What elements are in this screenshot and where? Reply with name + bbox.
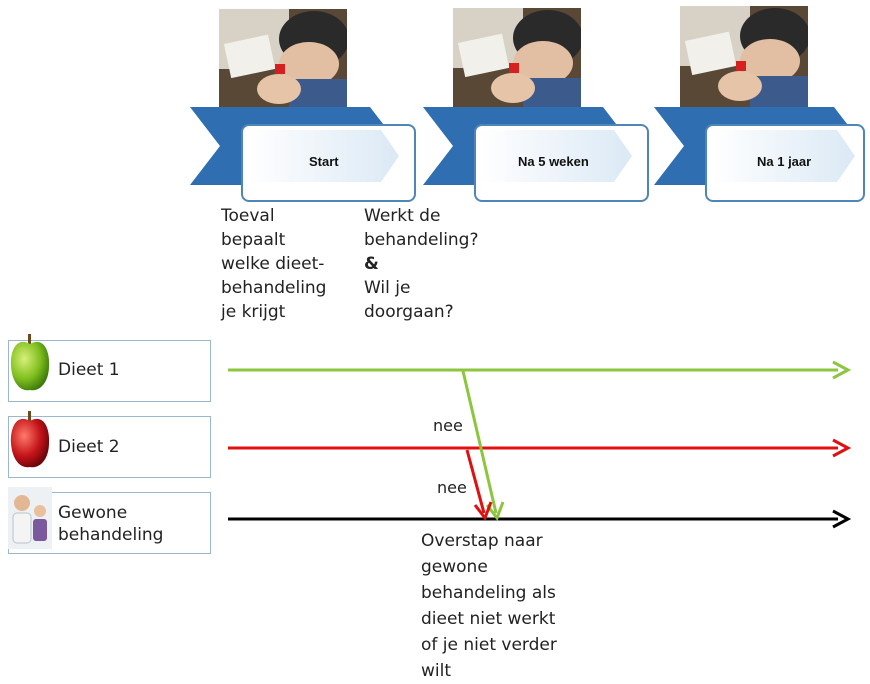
note-line: behandeling? [364, 230, 479, 250]
note-line: wilt [421, 661, 452, 681]
row-label-diet-2: Dieet 2 [58, 437, 120, 457]
note-line: Toeval [221, 206, 275, 226]
randomization-note: Toeval bepaalt welke dieet- behandeling … [221, 204, 326, 324]
switch-label-diet-2: nee [437, 478, 467, 497]
note-line: Werkt de [364, 206, 441, 226]
arrowhead-diet-1 [832, 360, 852, 380]
doctor-patient-icon [8, 487, 52, 549]
note-line: Overstap naar [421, 531, 543, 551]
stage-label-1-year: Na 1 jaar [757, 154, 812, 169]
red-apple-icon [10, 411, 50, 468]
note-line: doorgaan? [364, 302, 454, 322]
note-line: & [364, 254, 379, 274]
switch-arrow-diet-1 [461, 370, 498, 514]
note-line: behandeling [221, 278, 327, 298]
stage-label-5-weeks: Na 5 weken [518, 154, 589, 169]
switch-arrow-diet-2 [465, 449, 486, 514]
switch-label-diet-1: nee [433, 416, 463, 435]
row-label-diet-1: Dieet 1 [58, 360, 120, 380]
arrowhead-usual-care [832, 509, 852, 529]
note-line: welke dieet- [221, 254, 325, 274]
row-label-usual-care: Gewone behandeling [58, 503, 164, 545]
stage-box-1-year [705, 124, 865, 202]
note-line: gewone [421, 557, 488, 577]
stage-photo-5-weeks [453, 8, 581, 116]
arrowhead-diet-2 [832, 438, 852, 458]
green-apple-icon [10, 334, 50, 391]
switch-arrowhead-diet-1 [485, 501, 505, 522]
note-line: je krijgt [221, 302, 286, 322]
continuation-question: Werkt de behandeling? & Wil je doorgaan? [364, 204, 479, 324]
stage-box-start [241, 124, 416, 202]
note-line: bepaalt [221, 230, 286, 250]
switch-note: Overstap naar gewone behandeling als die… [421, 528, 557, 684]
note-line: of je niet verder [421, 635, 557, 655]
stage-box-5-weeks [474, 124, 649, 202]
stage-photo-start [219, 9, 347, 117]
stage-photo-1-year [680, 6, 808, 114]
note-line: dieet niet werkt [421, 609, 556, 629]
note-line: Wil je [364, 278, 411, 298]
switch-arrowhead-diet-2 [473, 501, 493, 522]
stage-label-start: Start [309, 154, 339, 169]
note-line: behandeling als [421, 583, 556, 603]
